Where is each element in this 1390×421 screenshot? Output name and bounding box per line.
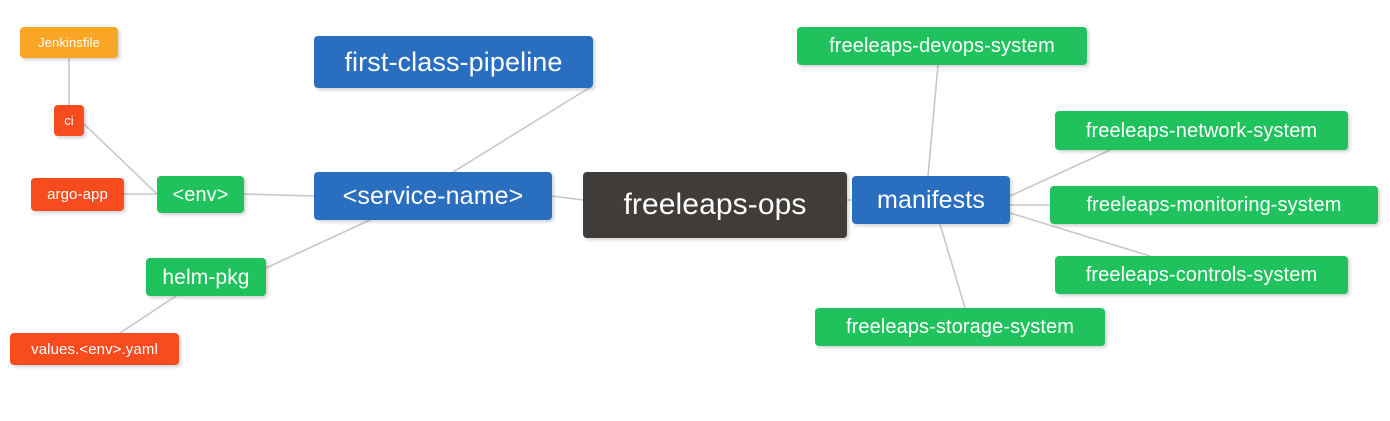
- edge-manifests-to-freeleaps-devops-system: [927, 64, 939, 177]
- edge-env-to-service-name: [243, 193, 315, 197]
- edge-manifests-to-freeleaps-storage-system: [939, 223, 966, 309]
- node-manifests[interactable]: manifests: [852, 176, 1010, 224]
- edge-service-name-to-first-class-pipeline: [452, 87, 590, 173]
- edge-service-name-to-freeleaps-ops: [551, 195, 584, 201]
- node-freeleaps-devops-system[interactable]: freeleaps-devops-system: [797, 27, 1087, 65]
- node-freeleaps-storage-system[interactable]: freeleaps-storage-system: [815, 308, 1105, 346]
- node-ci[interactable]: ci: [54, 105, 84, 136]
- node-service-name[interactable]: <service-name>: [314, 172, 552, 220]
- node-freeleaps-ops[interactable]: freeleaps-ops: [583, 172, 847, 238]
- node-env[interactable]: <env>: [157, 176, 244, 213]
- node-freeleaps-network-system[interactable]: freeleaps-network-system: [1055, 111, 1348, 150]
- node-argo-app[interactable]: argo-app: [31, 178, 124, 211]
- node-helm-pkg[interactable]: helm-pkg: [146, 258, 266, 296]
- edge-service-name-to-helm-pkg: [265, 219, 371, 269]
- node-freeleaps-controls-system[interactable]: freeleaps-controls-system: [1055, 256, 1348, 294]
- edge-helm-pkg-to-values-env-yaml: [119, 295, 177, 334]
- node-freeleaps-monitoring-system[interactable]: freeleaps-monitoring-system: [1050, 186, 1378, 224]
- node-jenkinsfile[interactable]: Jenkinsfile: [20, 27, 118, 58]
- node-values-env-yaml[interactable]: values.<env>.yaml: [10, 333, 179, 365]
- node-first-class-pipeline[interactable]: first-class-pipeline: [314, 36, 593, 88]
